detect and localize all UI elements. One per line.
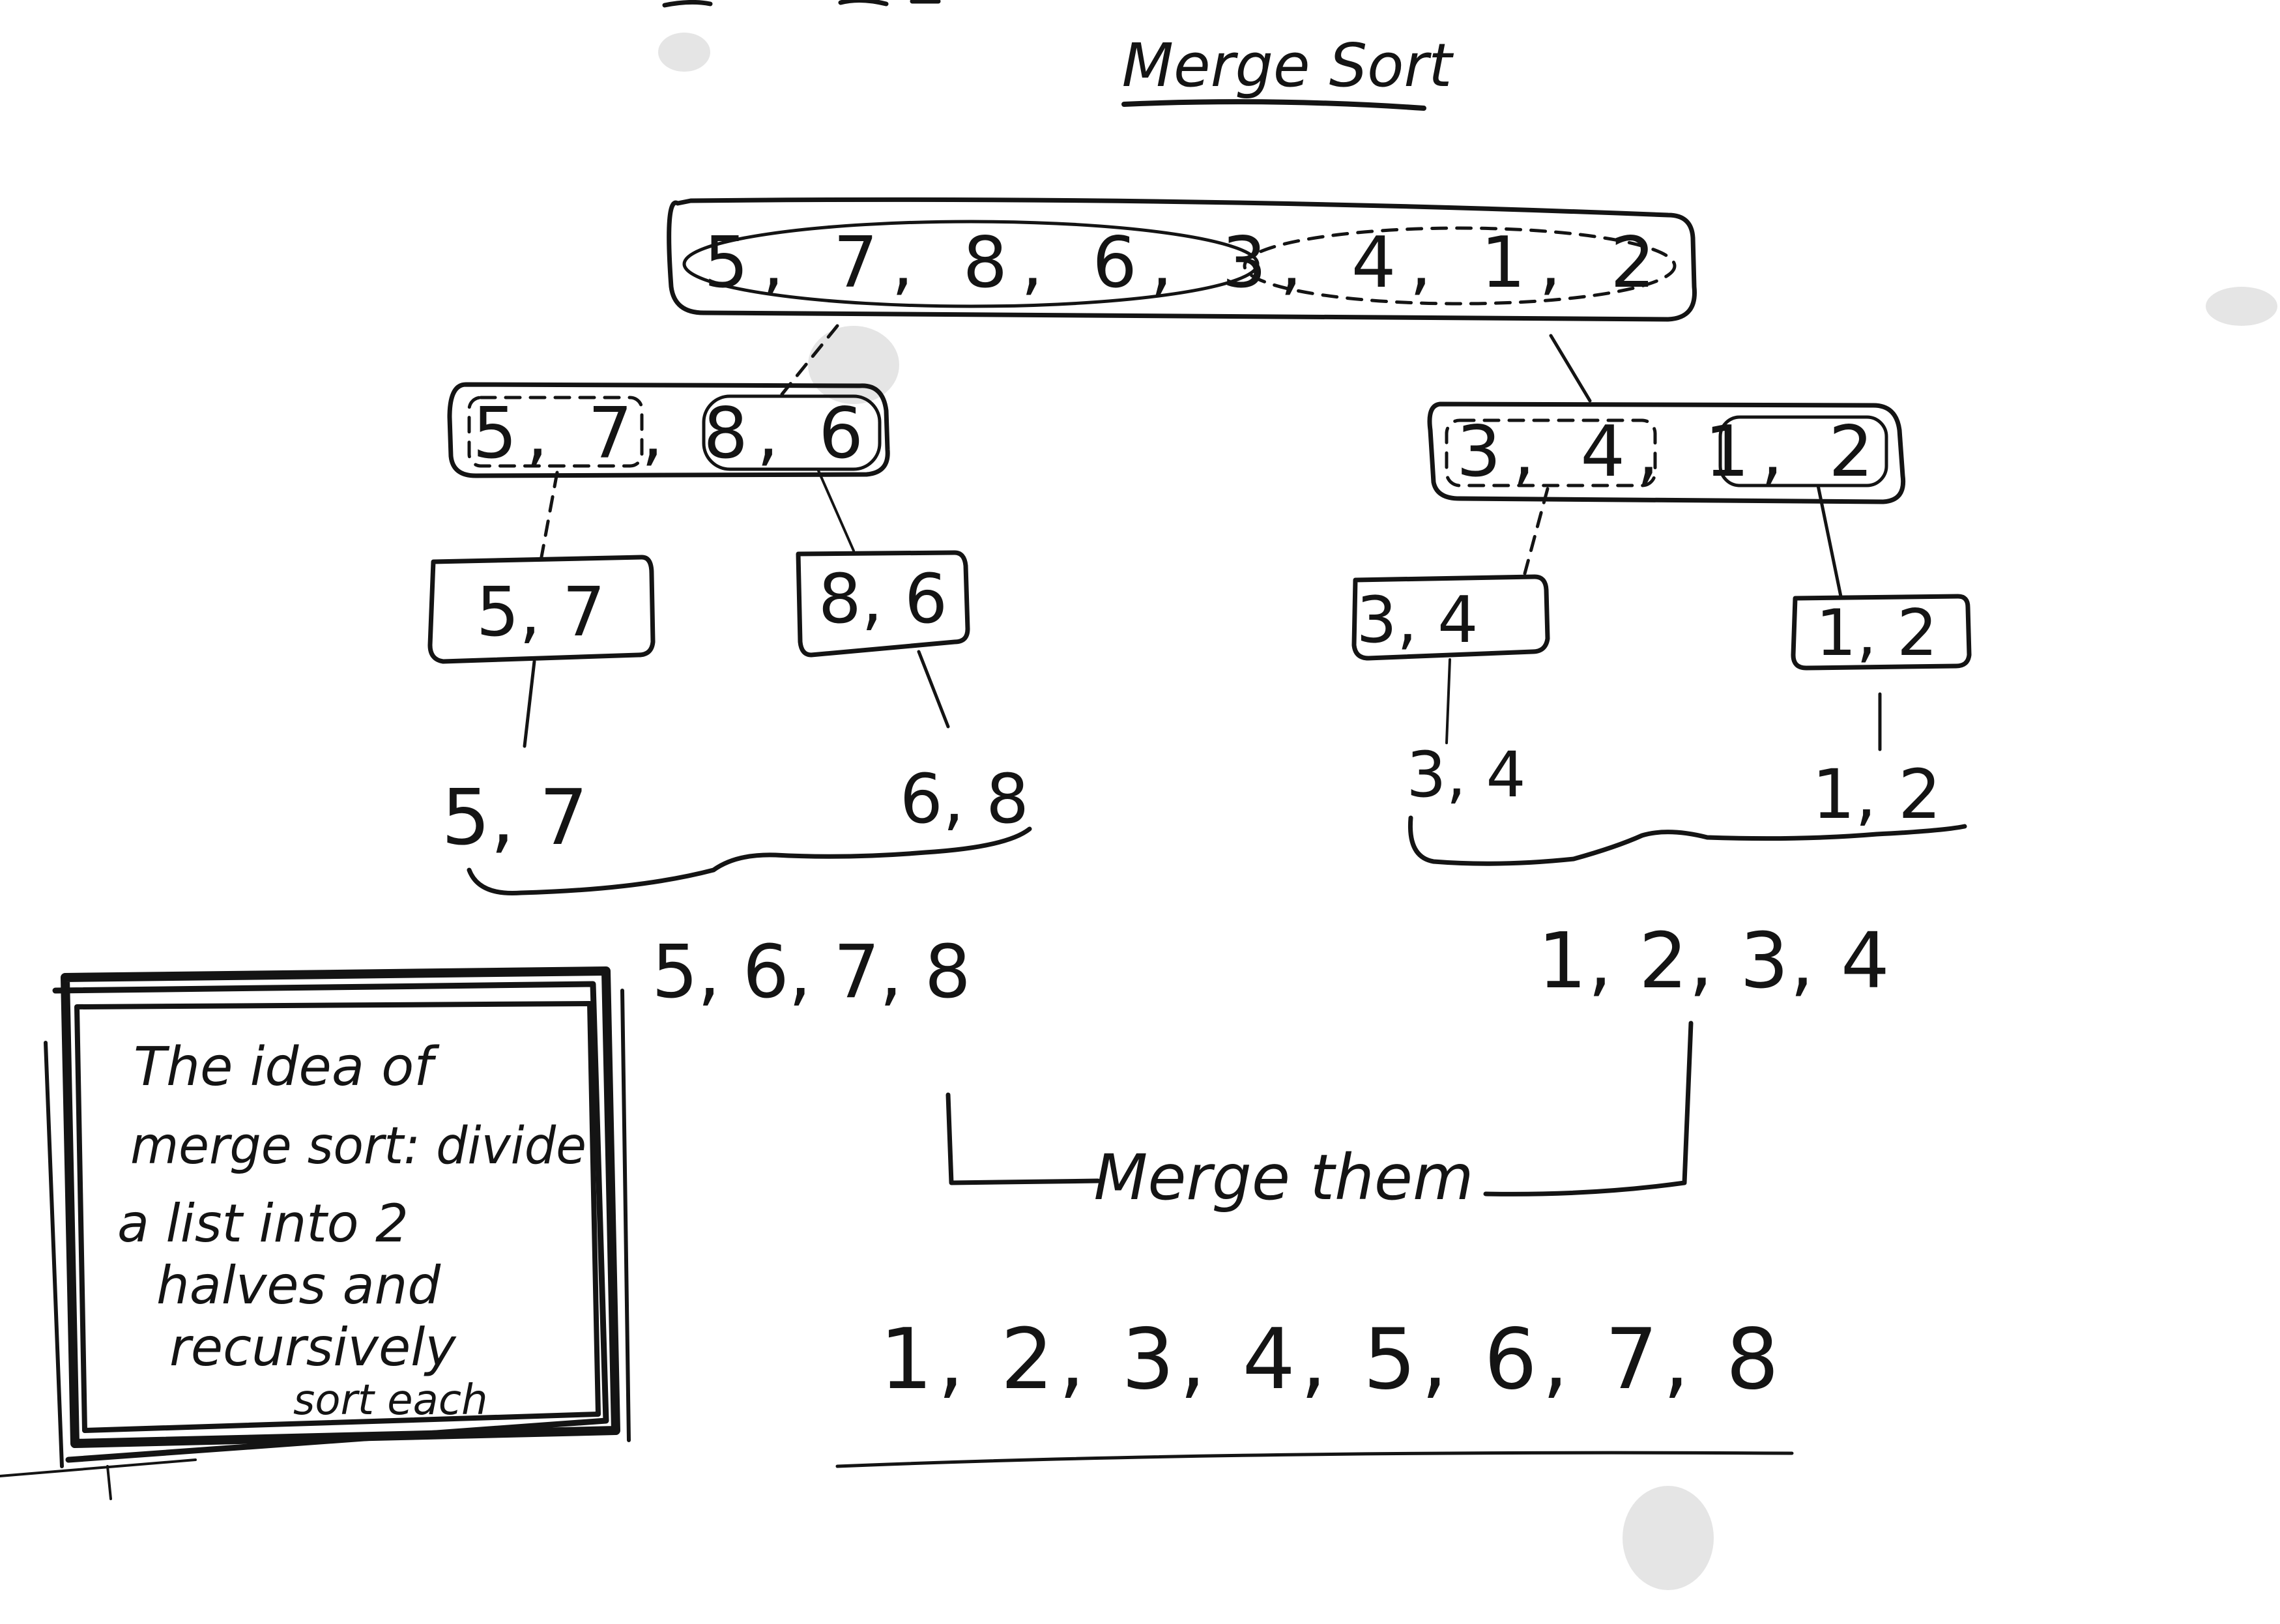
connector-left-a — [539, 471, 559, 562]
root-right-half-ring — [1243, 226, 1677, 306]
pair-box-2 — [796, 550, 970, 658]
left-half-box — [447, 382, 890, 478]
pair-node-4: 1, 2 — [1791, 594, 1972, 671]
root-node: 5, 7, 8, 6, 3, 4, 1, 2 — [667, 197, 1697, 322]
sorted-pair-1: 5, 7 — [441, 772, 588, 862]
pair-node-1: 5, 7 — [427, 555, 656, 664]
page-title: Merge Sort — [1122, 31, 1454, 100]
connector-root-left — [780, 324, 839, 396]
root-left-half-ring — [682, 220, 1260, 308]
connector-pair-2 — [917, 650, 950, 729]
note-line-4: halves and — [156, 1255, 441, 1316]
left-merge-brace — [467, 826, 1032, 896]
pair-node-3: 3, 4 — [1351, 574, 1550, 661]
connector-right-b — [1816, 484, 1843, 598]
right-half-node: 3, 4, 1, 2 — [1427, 401, 1906, 504]
connector-pair-1 — [523, 660, 536, 748]
note-text: The idea of merge sort: divide a list in… — [117, 1036, 586, 1425]
merge-bracket-right — [1483, 1021, 1694, 1196]
title-group: Merge Sort — [1121, 31, 1454, 111]
pair-text-3: 3, 4 — [1356, 583, 1478, 658]
merge-label: Merge them — [1094, 1141, 1474, 1214]
sorted-pair-3: 3, 4 — [1406, 738, 1525, 811]
merge-bracket: Merge them — [945, 1021, 1694, 1214]
note-frame — [0, 966, 631, 1500]
note-line-5: recursively — [169, 1317, 457, 1378]
pair-text-4: 1, 2 — [1815, 596, 1937, 671]
pair-node-2: 8, 6 — [796, 550, 970, 658]
connector-root-right — [1549, 334, 1592, 403]
sorted-pairs: 5, 7 6, 8 3, 4 1, 2 — [441, 738, 1941, 862]
merged-half-right: 1, 2, 3, 4 — [1538, 916, 1890, 1006]
final-result-underline — [835, 1451, 1794, 1468]
pair-text-1: 5, 7 — [476, 572, 605, 652]
merge-bracket-left — [945, 1092, 1101, 1185]
right-merge-brace — [1407, 815, 1967, 866]
left-half-node: 5, 7, 8, 6 — [447, 382, 890, 478]
root-box — [667, 197, 1697, 322]
final-result: 1, 2, 3, 4, 5, 6, 7, 8 — [880, 1311, 1779, 1408]
left-half-pair-b-ring — [702, 394, 882, 471]
note-line-2: merge sort: divide — [130, 1117, 586, 1176]
connector-pair-3 — [1445, 658, 1451, 744]
pair-box-3 — [1351, 574, 1550, 661]
right-half-pair-b-ring — [1718, 415, 1888, 487]
left-half-pair-a-ring — [467, 396, 644, 468]
pair-text-2: 8, 6 — [818, 559, 947, 639]
right-half-list: 3, 4, 1, 2 — [1456, 411, 1873, 493]
note-line-6: sort each — [293, 1376, 488, 1425]
sorted-pair-2: 6, 8 — [900, 759, 1029, 839]
left-half-list: 5, 7, 8, 6 — [472, 393, 863, 474]
sorted-pair-4: 1, 2 — [1812, 755, 1941, 834]
pair-box-1 — [427, 555, 656, 664]
note-box: The idea of merge sort: divide a list in… — [0, 966, 631, 1500]
connector-right-a — [1523, 487, 1550, 575]
edge-scribble — [662, 0, 941, 8]
title-underline — [1121, 99, 1426, 111]
right-half-pair-a-ring — [1445, 418, 1657, 487]
note-line-1: The idea of — [134, 1036, 440, 1098]
merged-half-left: 5, 6, 7, 8 — [652, 930, 971, 1015]
connector-left-b — [816, 468, 855, 552]
note-line-3: a list into 2 — [117, 1193, 409, 1254]
final-result-group: 1, 2, 3, 4, 5, 6, 7, 8 — [835, 1311, 1794, 1468]
right-half-box — [1427, 401, 1906, 504]
pair-box-4 — [1791, 594, 1972, 671]
